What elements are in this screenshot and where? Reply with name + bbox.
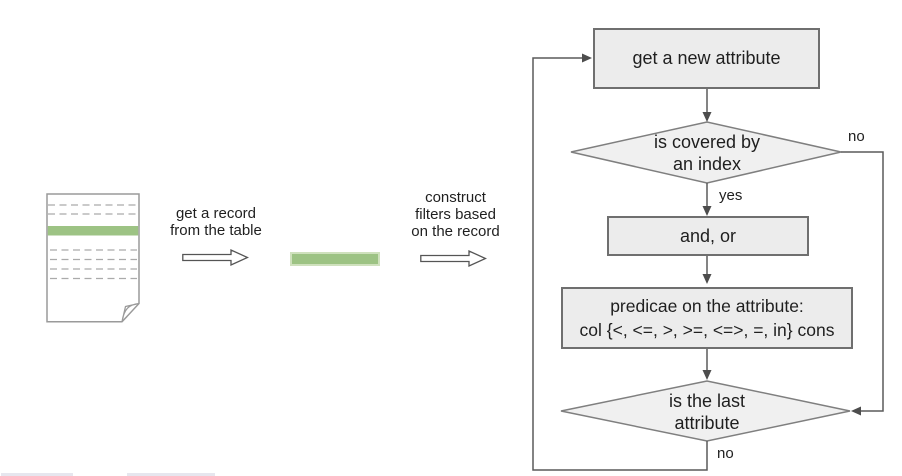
node-label: and, or bbox=[679, 225, 737, 246]
caption-get-record: get a record from the table bbox=[146, 205, 286, 239]
caption-line: from the table bbox=[170, 222, 262, 239]
node-label-line: an index bbox=[672, 154, 742, 174]
table-document-icon bbox=[46, 193, 140, 323]
decision-last-diamond bbox=[560, 380, 851, 442]
node-label: get a new attribute bbox=[632, 48, 781, 68]
caption-line: on the record bbox=[411, 223, 500, 240]
caption-line: filters based bbox=[415, 206, 496, 223]
edge-label-yes: yes bbox=[719, 187, 743, 204]
node-label-line: col {<, <=, >, >=, <=>, =, in} cons bbox=[579, 320, 835, 340]
edge-label-no: no bbox=[848, 128, 865, 145]
caption-construct-filters: construct filters based on the record bbox=[398, 189, 513, 240]
process-predicate: predicae on the attribute: col {<, <=, >… bbox=[561, 287, 853, 349]
node-label-line: is the last bbox=[668, 391, 746, 411]
caption-line: get a record bbox=[175, 205, 257, 222]
edge-label-no: no bbox=[717, 445, 734, 462]
process-and-or: and, or bbox=[607, 216, 809, 256]
right-arrow-icon bbox=[420, 250, 487, 267]
decision-covered-label: is covered by an index bbox=[597, 131, 817, 175]
decision-last-label: is the last attribute bbox=[597, 390, 817, 434]
cropped-caption-artifact bbox=[127, 473, 215, 476]
process-get-new-attribute: get a new attribute bbox=[593, 28, 820, 89]
cropped-caption-artifact bbox=[1, 473, 73, 476]
page-fold bbox=[121, 302, 140, 322]
record-row-icon bbox=[290, 252, 380, 266]
right-arrow-icon bbox=[182, 249, 249, 266]
connector-lines bbox=[532, 57, 884, 471]
highlighted-row bbox=[47, 226, 139, 236]
caption-line: construct bbox=[425, 189, 486, 206]
arrowheads bbox=[582, 53, 861, 416]
node-label-line: attribute bbox=[674, 413, 740, 433]
node-label-line: is covered by bbox=[653, 132, 761, 152]
node-label-line: predicae on the attribute: bbox=[610, 296, 804, 316]
